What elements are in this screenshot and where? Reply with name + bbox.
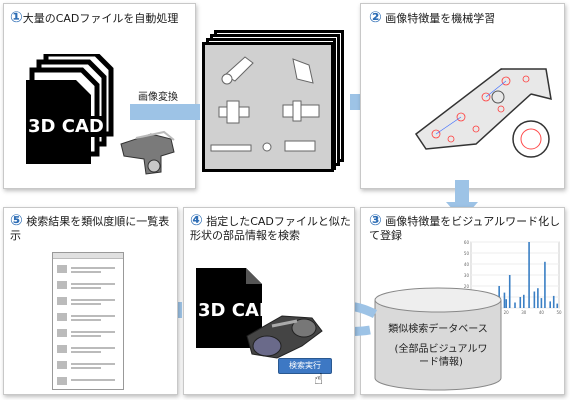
step2-title: ② 画像特徴量を機械学習 (369, 8, 496, 26)
result-list-screenshot (52, 252, 124, 390)
histogram-bar (549, 301, 551, 308)
panel-step1: ①大量のCADファイルを自動処理 3D CAD (3, 3, 196, 189)
panel-step5: ⑤ 検索結果を類似度順に一覧表示 (3, 207, 178, 395)
hand-cursor-icon: ☝ (314, 370, 324, 388)
histogram-x-tick: 50 (556, 310, 562, 315)
step4-title: ④ 指定したCADファイルと似た形状の部品情報を検索 (190, 211, 351, 243)
histogram-y-tick: 60 (464, 240, 470, 245)
panel-step2: ② 画像特徴量を機械学習 (360, 3, 565, 189)
cad-logo-text-2: 3D CAD (198, 300, 274, 321)
search-button[interactable]: 検索実行 (278, 358, 332, 374)
histogram-bar (544, 261, 546, 308)
database-title: 類似検索データベース (388, 324, 488, 335)
step3-title: ③ 画像特徴量をビジュアルワード化して登録 (369, 211, 561, 243)
histogram-bar (528, 242, 530, 308)
histogram-bar (523, 294, 525, 308)
convert-label: 画像変換 (138, 92, 178, 103)
part-thumbnails (210, 56, 320, 152)
feature-analysis-illustration (414, 68, 552, 158)
histogram-bar (540, 298, 543, 308)
cad-files-stack-icon (26, 54, 114, 164)
arrow-convert (130, 104, 200, 120)
panel-step4: ④ 指定したCADファイルと似た形状の部品情報を検索 3D CAD 検索実行 ☝ (183, 207, 355, 395)
histogram-bar (533, 291, 536, 308)
histogram-bar (519, 297, 522, 308)
histogram-y-tick: 20 (464, 284, 470, 289)
histogram-bar (508, 275, 511, 308)
histogram-bar (556, 303, 559, 308)
panel-step3: ③ 画像特徴量をビジュアルワード化して登録 605040302010001020… (360, 207, 565, 395)
gear-part-icon (246, 315, 323, 359)
cad-file-icon (196, 268, 262, 348)
arrow-register-shaft (455, 180, 469, 204)
histogram-bar (503, 292, 506, 308)
histogram-y-tick: 30 (464, 273, 470, 278)
histogram-x-tick: 30 (521, 310, 527, 315)
histogram-bar (552, 295, 555, 308)
histogram-x-tick: 40 (539, 310, 545, 315)
mechanical-part-icon (120, 130, 175, 175)
database-cylinder-icon (374, 287, 502, 391)
histogram-bar (514, 302, 516, 308)
cad-logo-text: 3D CAD (26, 116, 106, 137)
step1-title: ①大量のCADファイルを自動処理 (10, 8, 179, 26)
histogram-y-tick: 50 (464, 251, 470, 256)
histogram-y-tick: 40 (464, 262, 470, 267)
histogram-bar (537, 288, 539, 308)
histogram-x-tick: 20 (504, 310, 510, 315)
histogram-bar (505, 299, 507, 308)
converted-images-stack (202, 30, 348, 172)
step5-title: ⑤ 検索結果を類似度順に一覧表示 (10, 211, 170, 243)
database-subtitle: (全部品ビジュアルワード情報) (394, 344, 488, 368)
